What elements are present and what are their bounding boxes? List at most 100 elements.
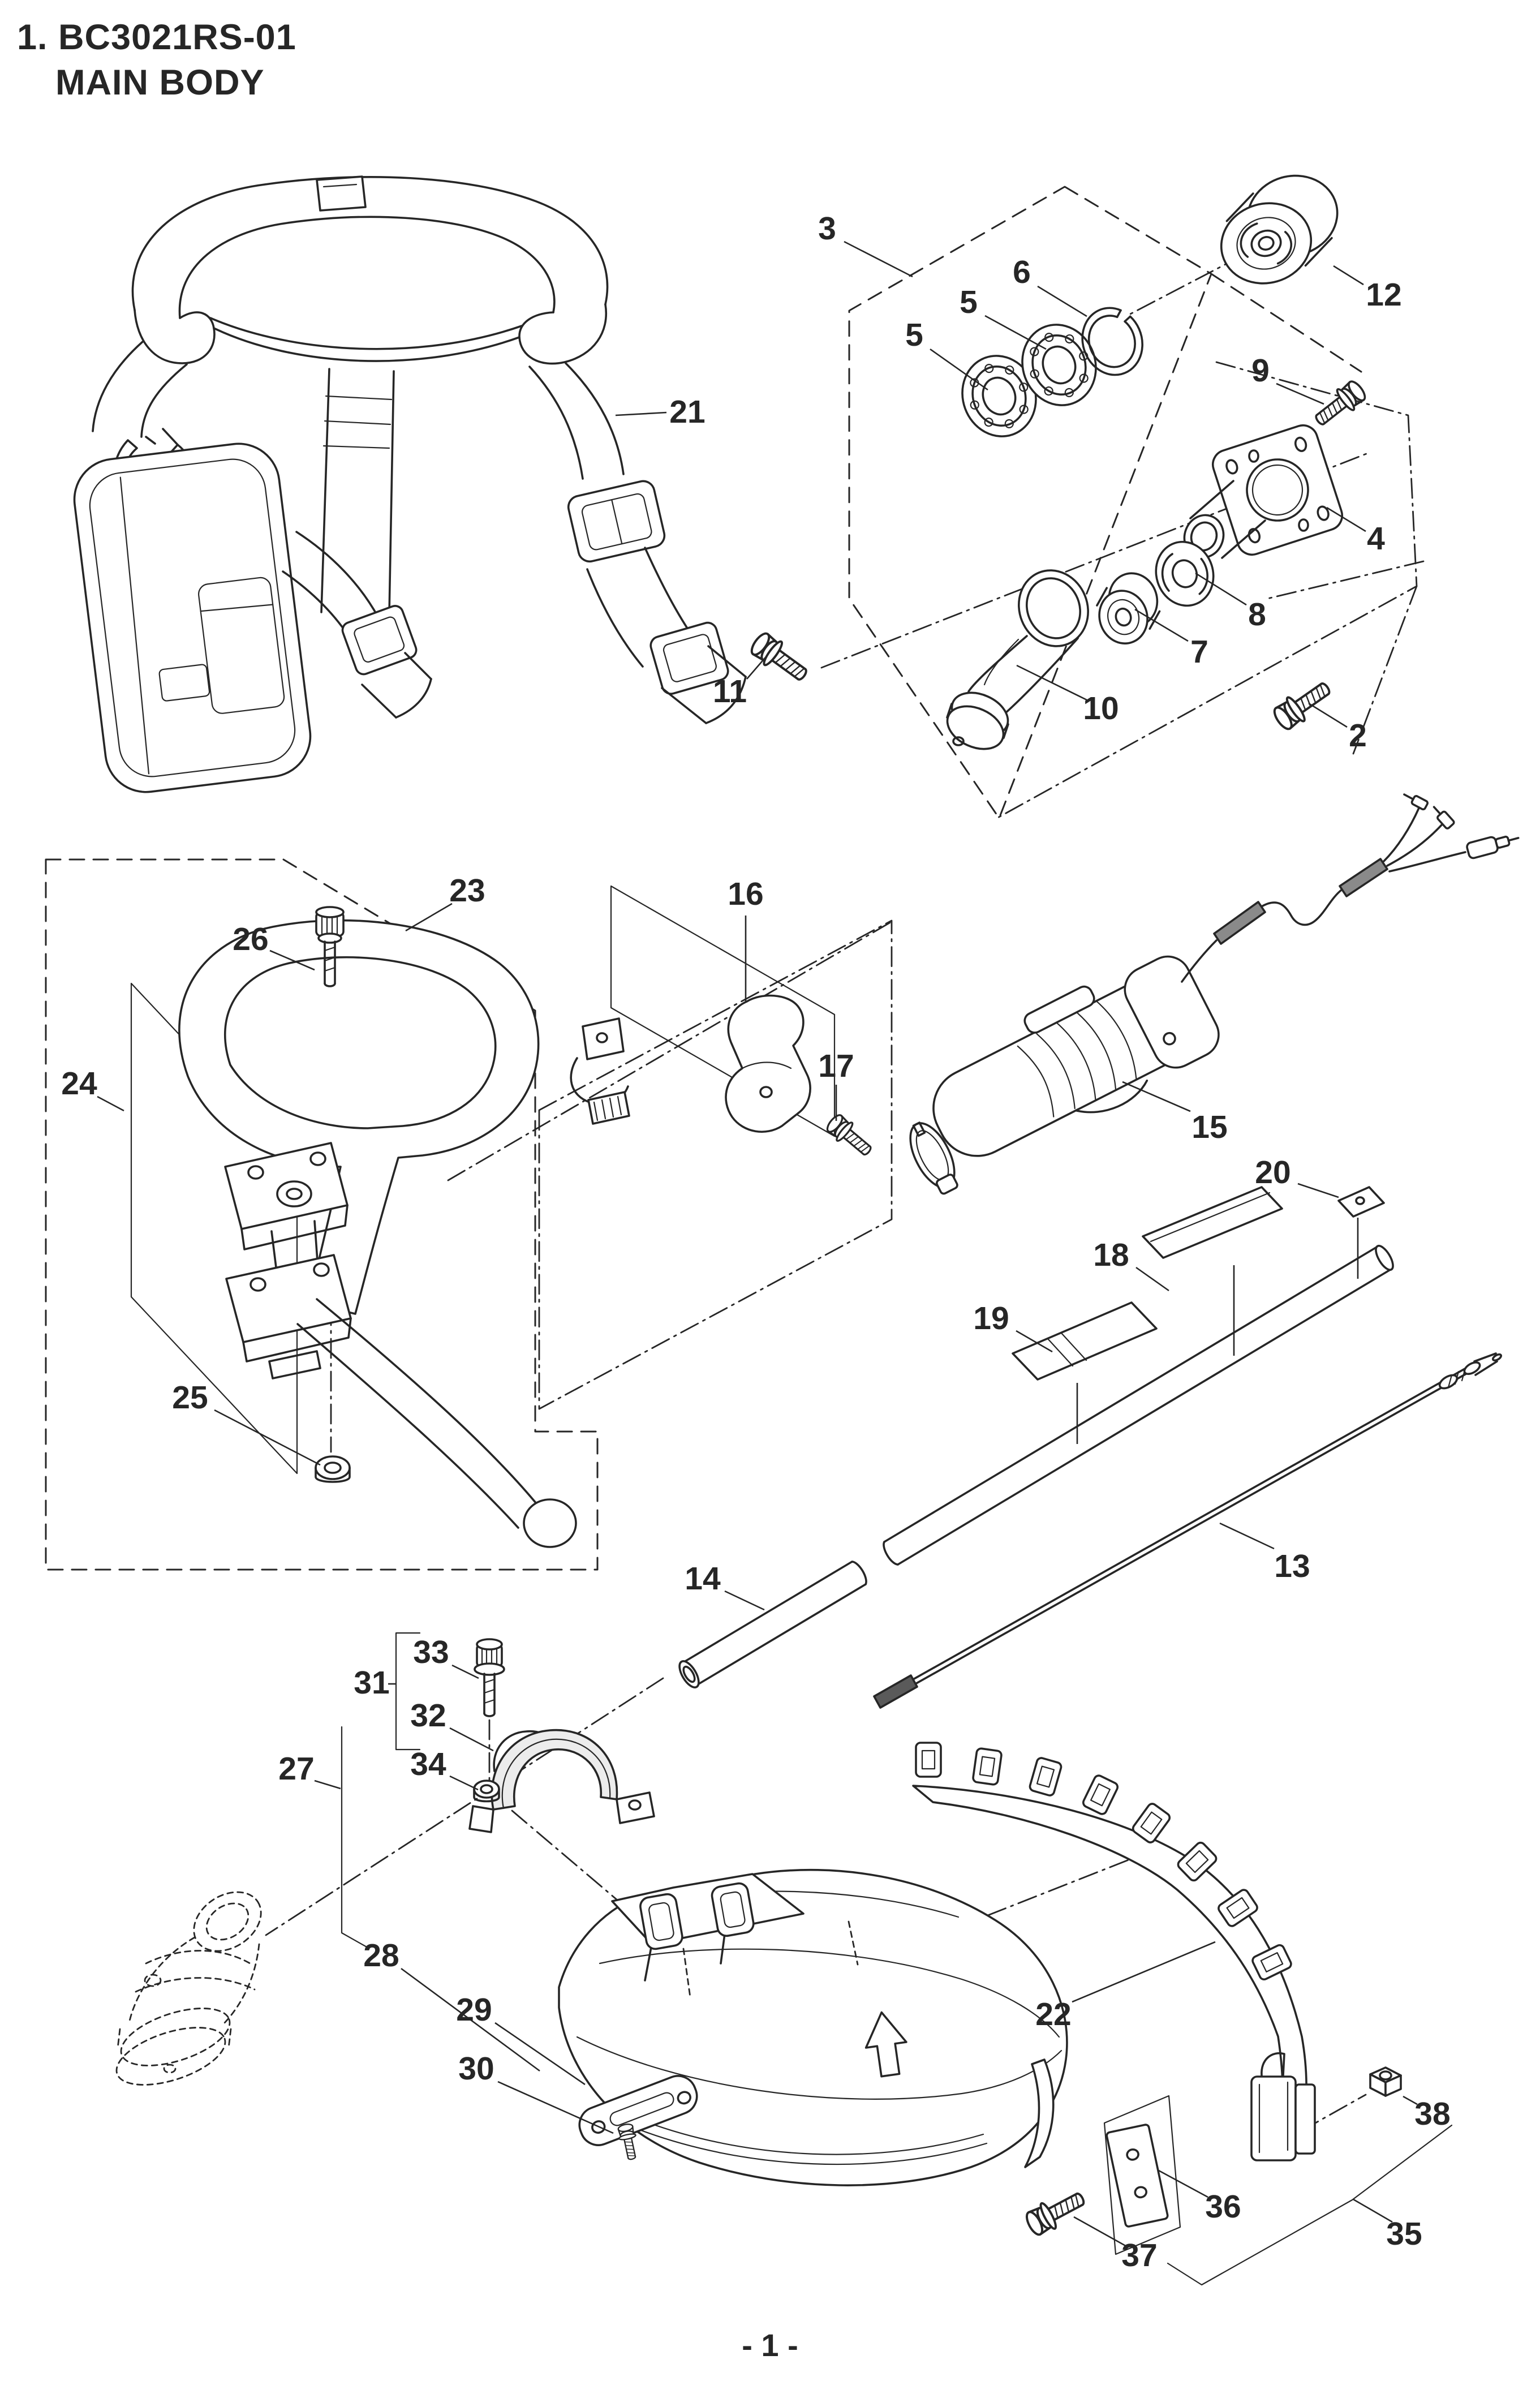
- callout-7: 7: [1190, 634, 1208, 670]
- leader-36: [1158, 2169, 1208, 2198]
- leader-21: [615, 411, 667, 416]
- callout-3: 3: [818, 210, 836, 247]
- callout-4: 4: [1367, 521, 1385, 557]
- callout-30: 30: [458, 2051, 494, 2087]
- extension-tabs: [915, 1742, 1292, 1981]
- leader-8: [1195, 572, 1247, 606]
- leader-20: [1297, 1183, 1339, 1198]
- leader-15: [1122, 1081, 1191, 1112]
- callout-13: 13: [1274, 1548, 1310, 1584]
- callout-8: 8: [1248, 596, 1266, 633]
- leader-30: [497, 2081, 614, 2134]
- loop-handle-drawing: [178, 919, 577, 1548]
- page-title: 1. BC3021RS-01: [17, 18, 296, 57]
- callout-2: 2: [1349, 717, 1367, 754]
- gear-head-drawing: [115, 1891, 262, 2086]
- callout-32: 32: [410, 1697, 446, 1734]
- callout-5: 5: [905, 317, 923, 353]
- flange-drawing: [1183, 424, 1344, 559]
- leader-2: [1308, 702, 1348, 728]
- clutch-cone-drawing: [946, 569, 1089, 750]
- callout-10: 10: [1083, 690, 1119, 727]
- throttle-handle-drawing: [909, 793, 1520, 1195]
- leader-37: [1073, 2216, 1128, 2248]
- callout-36: 36: [1205, 2189, 1241, 2225]
- mount-parts-drawing: [1105, 2066, 1402, 2228]
- callout-6: 6: [1013, 254, 1031, 290]
- leader-24: [97, 1095, 124, 1112]
- leader-6: [1037, 285, 1087, 317]
- scraper-bar-29: [578, 2075, 698, 2146]
- leader-4: [1326, 506, 1366, 532]
- bolt-2: [1269, 674, 1337, 734]
- page-subtitle: MAIN BODY: [55, 63, 265, 102]
- mount-plate-36: [1105, 2124, 1169, 2228]
- leader-35: [1353, 2198, 1393, 2223]
- leader-32: [449, 1727, 494, 1752]
- snap-ring-drawing: [1081, 307, 1143, 376]
- callout-9: 9: [1251, 353, 1270, 389]
- callout-19: 19: [973, 1300, 1009, 1336]
- screw-26: [315, 906, 345, 987]
- leader-11: [746, 654, 769, 680]
- direction-arrow: [864, 2011, 907, 2078]
- callout-23: 23: [449, 873, 485, 909]
- bearing-set-drawing: [961, 307, 1143, 437]
- leader-13: [1219, 1522, 1275, 1550]
- bolt-11: [746, 628, 814, 689]
- callout-16: 16: [728, 876, 763, 912]
- clutch-shoe-drawing: [1096, 572, 1161, 644]
- callout-38: 38: [1414, 2096, 1450, 2132]
- bolt-17: [823, 1110, 877, 1162]
- leader-12: [1333, 265, 1364, 286]
- callout-14: 14: [685, 1561, 721, 1597]
- end-clip-35: [1250, 2052, 1316, 2161]
- leader-19: [1016, 1330, 1053, 1353]
- harness-drawing: [73, 175, 747, 793]
- cable-clip-drawing: [570, 994, 811, 1133]
- leader-33: [451, 1664, 479, 1679]
- page-number: - 1 -: [742, 2327, 798, 2363]
- callout-22: 22: [1035, 1996, 1071, 2032]
- nut-34: [473, 1780, 500, 1803]
- callout-24: 24: [61, 1065, 97, 1102]
- guard-drawing: [558, 1868, 1068, 2186]
- callout-12: 12: [1366, 277, 1401, 313]
- callout-25: 25: [172, 1379, 208, 1416]
- callout-26: 26: [233, 921, 268, 957]
- leader-5: [984, 315, 1047, 350]
- nut-25: [315, 1455, 351, 1483]
- leader-18: [1135, 1266, 1169, 1292]
- leader-10: [1016, 664, 1087, 701]
- leader-14: [724, 1590, 765, 1611]
- callout-21: 21: [669, 394, 705, 430]
- bolt-9: [1309, 376, 1370, 433]
- callout-35: 35: [1386, 2216, 1422, 2252]
- callout-17: 17: [818, 1048, 854, 1084]
- callout-34: 34: [410, 1746, 446, 1782]
- callout-37: 37: [1121, 2237, 1157, 2273]
- leader-23: [405, 902, 453, 932]
- leader-3: [844, 240, 913, 278]
- leader-7: [1134, 608, 1189, 642]
- leader-29: [494, 2022, 586, 2086]
- leader-9: [1276, 382, 1324, 405]
- callout-11: 11: [713, 673, 747, 710]
- callout-27: 27: [278, 1751, 314, 1787]
- callout-20: 20: [1255, 1154, 1290, 1190]
- leader-38: [1403, 2095, 1418, 2105]
- callout-33: 33: [413, 1634, 449, 1670]
- leader-27: [314, 1780, 341, 1790]
- callout-18: 18: [1093, 1237, 1129, 1273]
- guard-extension-drawing: [912, 1742, 1316, 2161]
- callout-29: 29: [456, 1992, 492, 2028]
- leader-34: [449, 1775, 479, 1791]
- bolt-37: [1021, 2184, 1090, 2240]
- leader-25: [214, 1409, 321, 1466]
- callout-28: 28: [363, 1937, 399, 1974]
- clamp-drawing: [468, 1638, 655, 1833]
- callout-5: 5: [960, 284, 978, 320]
- leader-26: [269, 949, 315, 971]
- callout-15: 15: [1191, 1109, 1227, 1145]
